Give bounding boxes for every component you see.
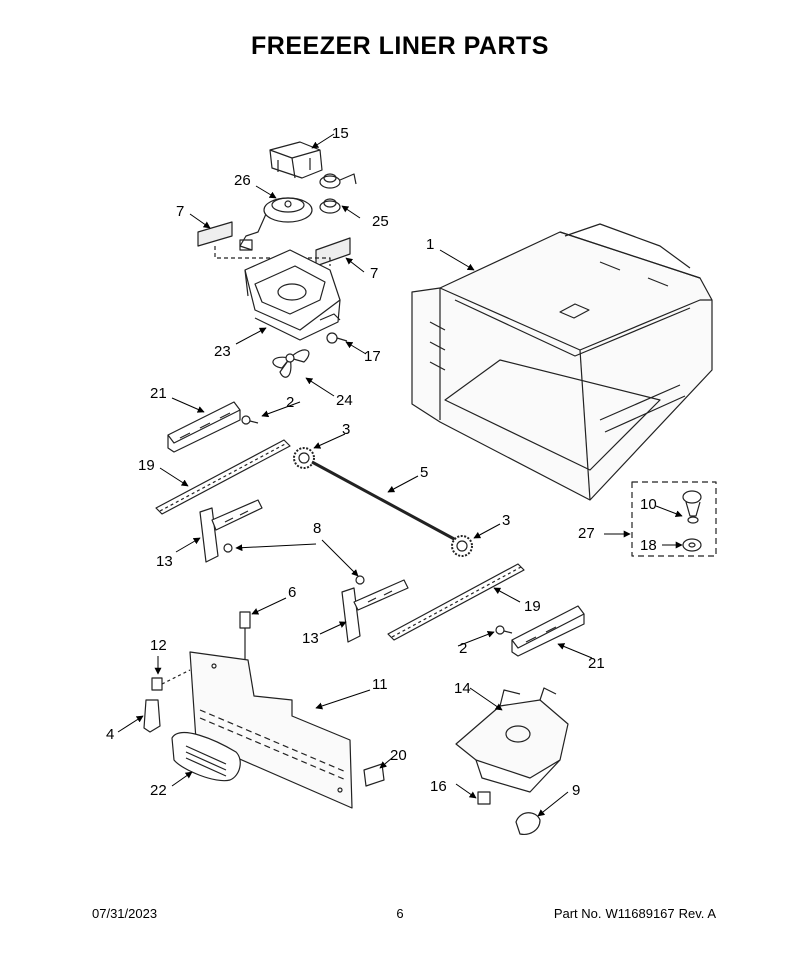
callout-10: 10 <box>640 496 657 513</box>
screw-8b <box>355 575 365 585</box>
sensor-probe <box>239 611 251 662</box>
callout-8: 8 <box>313 520 321 537</box>
fan-housing <box>244 249 341 341</box>
callout-11: 11 <box>372 676 388 693</box>
callout-4: 4 <box>106 726 114 743</box>
seal-strip <box>363 763 385 787</box>
screw-part <box>326 332 348 344</box>
screw-left <box>241 415 259 425</box>
bracket-part <box>269 141 323 179</box>
callout-13-right: 13 <box>302 630 319 647</box>
rack-bracket-left <box>199 499 263 563</box>
rack-bracket-right <box>341 579 409 643</box>
slide-bracket-right <box>511 605 585 657</box>
kit-box <box>631 481 717 557</box>
footer-date: 07/31/2023 <box>92 906 158 921</box>
callout-17: 17 <box>364 348 381 365</box>
slide-rail-right <box>387 563 525 641</box>
callout-5: 5 <box>420 464 428 481</box>
callout-22: 22 <box>150 782 167 799</box>
callout-18: 18 <box>640 537 657 554</box>
footer-page-number: 6 <box>396 906 404 921</box>
pinion-gear-left <box>293 447 315 469</box>
foam-pad-left <box>197 221 233 247</box>
grommet-set <box>319 173 357 214</box>
clip-part <box>143 699 161 733</box>
screw-8a <box>223 543 233 553</box>
connecting-shaft <box>311 460 457 542</box>
callout-21-left: 21 <box>150 385 167 402</box>
callout-26: 26 <box>234 172 251 189</box>
callout-7-left: 7 <box>176 203 184 220</box>
callout-6: 6 <box>288 584 296 601</box>
callout-14: 14 <box>454 680 471 697</box>
callout-20: 20 <box>390 747 407 764</box>
part-no-value: W11689167 <box>605 906 675 921</box>
callout-16: 16 <box>430 778 447 795</box>
foam-pad-right <box>315 237 351 267</box>
callout-3-left: 3 <box>342 421 350 438</box>
washer-18 <box>682 538 702 552</box>
callout-23: 23 <box>214 343 231 360</box>
callout-25: 25 <box>372 213 389 230</box>
callout-19-left: 19 <box>138 457 155 474</box>
fan-motor <box>239 197 313 251</box>
callout-9: 9 <box>572 782 580 799</box>
grommet-10 <box>682 490 702 524</box>
revision: Rev. A <box>678 906 716 921</box>
callout-2-left: 2 <box>286 394 294 411</box>
freezer-liner-basket <box>411 223 713 501</box>
callout-27: 27 <box>578 525 595 542</box>
part-no-label: Part No. <box>553 906 602 921</box>
slide-bracket-left <box>167 401 241 453</box>
callout-13-left: 13 <box>156 553 173 570</box>
screw-right <box>495 625 513 635</box>
callout-2-right: 2 <box>459 640 467 657</box>
callout-24: 24 <box>336 392 353 409</box>
screw-12 <box>151 669 191 691</box>
callout-12: 12 <box>150 637 167 654</box>
callout-19-right: 19 <box>524 598 541 615</box>
callout-15: 15 <box>332 125 349 142</box>
air-duct-assembly <box>455 687 569 793</box>
callout-3-right: 3 <box>502 512 510 529</box>
callout-7-right: 7 <box>370 265 378 282</box>
callout-1: 1 <box>426 236 434 253</box>
pinion-gear-right <box>451 535 473 557</box>
connector-block <box>477 791 491 805</box>
callout-21-right: 21 <box>588 655 605 672</box>
fan-blade <box>272 349 310 378</box>
damper-knob <box>515 812 541 835</box>
slide-rail-left <box>155 439 291 515</box>
rear-cover-panel <box>189 651 353 809</box>
page-title: FREEZER LINER PARTS <box>251 32 549 60</box>
